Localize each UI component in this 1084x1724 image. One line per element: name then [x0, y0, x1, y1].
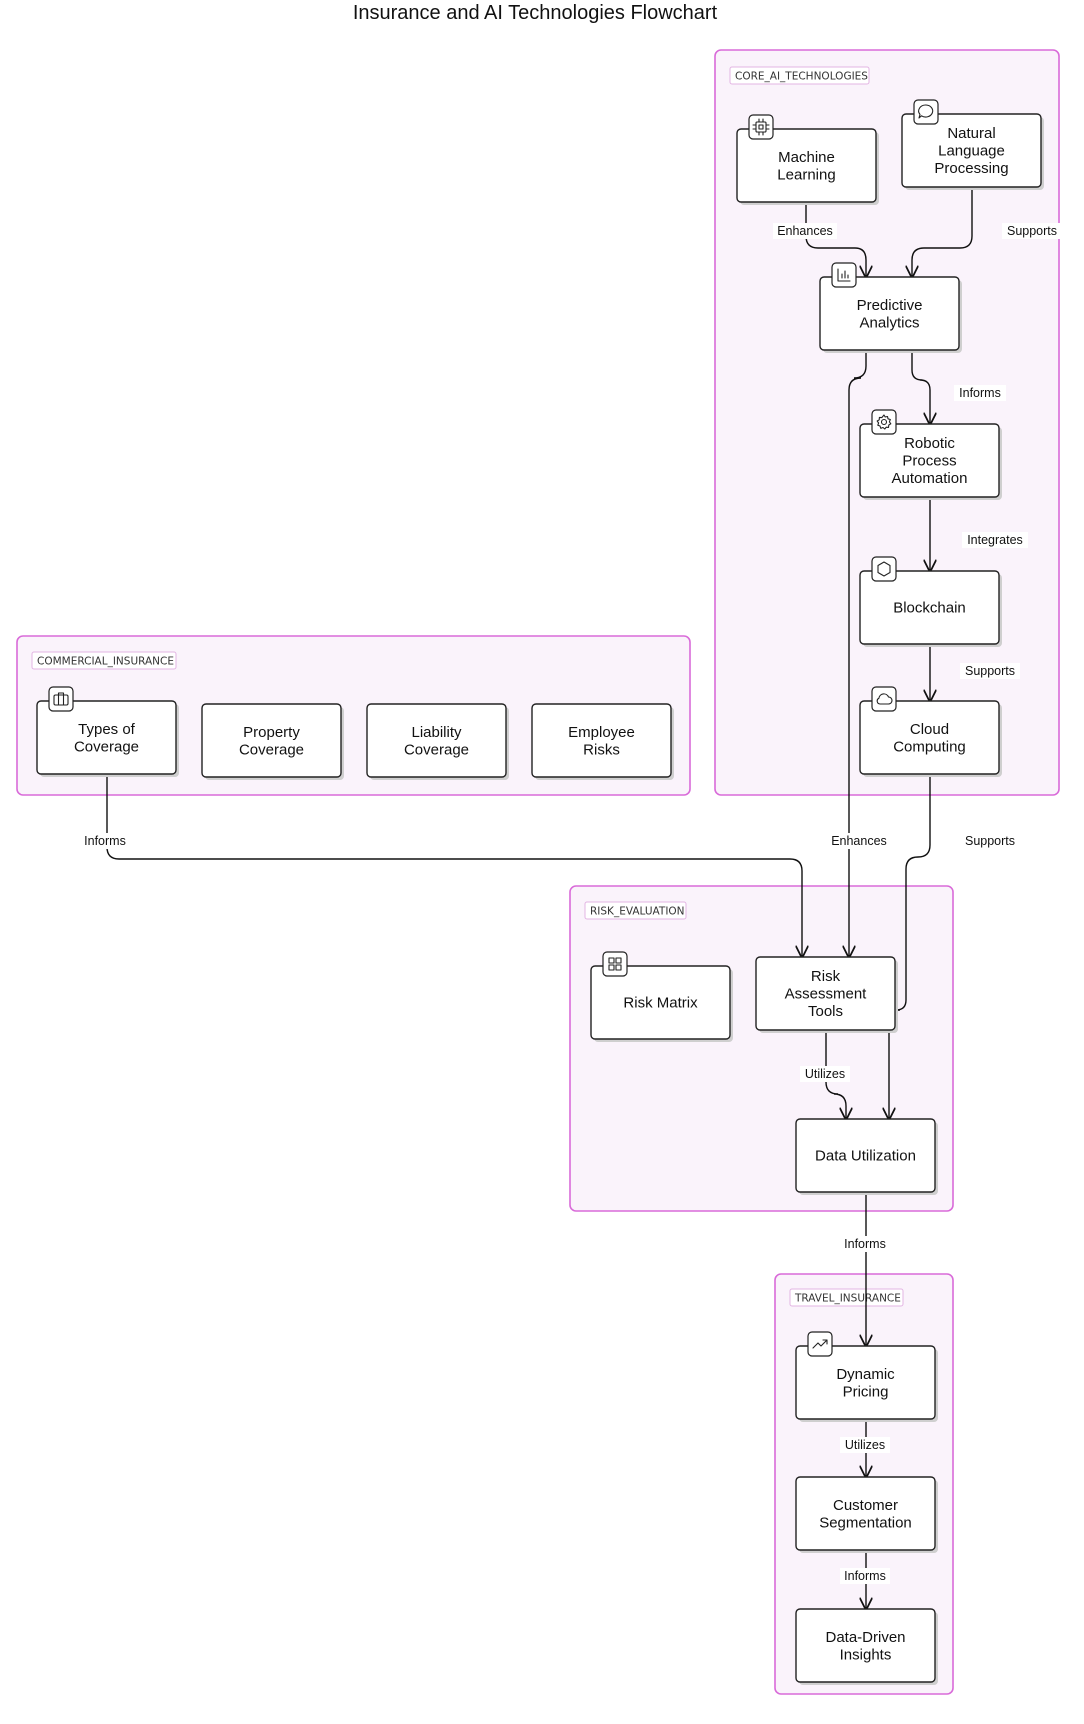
- trending-up-icon: [807, 1331, 833, 1357]
- node-label-liab: Coverage: [404, 741, 469, 758]
- cluster-commercial-insurance: COMMERCIAL_INSURANCE: [16, 635, 691, 796]
- edge-label-du-dp: Informs: [844, 1237, 886, 1251]
- edge-rat-du: [825, 1031, 846, 1119]
- bar-chart-icon: [831, 262, 857, 288]
- edge-label-rpa-bc: Integrates: [967, 533, 1023, 547]
- edge-pa-rat: [849, 350, 867, 957]
- edge-label-bc-cc: Supports: [965, 664, 1015, 678]
- edge-label-rat-du: Utilizes: [805, 1067, 845, 1081]
- edge-label-cs-ddi: Informs: [844, 1569, 886, 1583]
- node-label-pa: Analytics: [859, 314, 919, 331]
- cluster-label-commercial: COMMERCIAL_INSURANCE: [37, 656, 174, 668]
- cloud-icon: [871, 686, 897, 712]
- node-label-cs: Segmentation: [819, 1514, 912, 1531]
- node-label-pa: Predictive: [857, 297, 923, 314]
- node-label-toc: Coverage: [74, 738, 139, 755]
- node-label-cc: Computing: [893, 738, 966, 755]
- node-label-ml: Machine: [778, 149, 835, 166]
- node-bc[interactable]: Blockchain: [859, 556, 1002, 647]
- node-label-cs: Customer: [833, 1497, 898, 1514]
- chat-bubble-icon: [913, 99, 939, 125]
- hexagon-icon: [871, 556, 897, 582]
- nodes: MachineLearningNaturalLanguageProcessing…: [36, 99, 1044, 1685]
- edge-pa-rpa: [911, 350, 930, 424]
- cluster-label-travel: TRAVEL_INSURANCE: [794, 1293, 901, 1305]
- edge-nlp-pa: [912, 187, 973, 277]
- node-label-emp: Risks: [583, 741, 620, 758]
- edge-label-pa-rpa: Informs: [959, 386, 1001, 400]
- edge-label-toc-rat: Informs: [84, 834, 126, 848]
- node-label-du: Data Utilization: [815, 1148, 916, 1165]
- briefcase-icon: [48, 686, 74, 712]
- edge-ml-pa: [805, 202, 866, 277]
- gear-icon: [871, 409, 897, 435]
- node-label-dp: Pricing: [843, 1383, 889, 1400]
- edge-label-cc-du: Supports: [965, 834, 1015, 848]
- cpu-icon: [748, 114, 774, 140]
- node-label-nlp: Processing: [934, 160, 1008, 177]
- node-label-emp: Employee: [568, 724, 635, 741]
- edge-label-pa-rat: Enhances: [831, 834, 887, 848]
- node-label-rat: Assessment: [785, 986, 868, 1003]
- diagram-title: Insurance and AI Technologies Flowchart: [352, 2, 718, 24]
- edge-labels: Enhances Supports Informs Integrates Sup…: [80, 223, 1062, 1584]
- grid-icon: [602, 951, 628, 977]
- node-label-nlp: Natural: [947, 125, 995, 142]
- node-label-ddi: Insights: [840, 1646, 892, 1663]
- node-label-prop: Property: [243, 724, 300, 741]
- edge-label-dp-cs: Utilizes: [845, 1438, 885, 1452]
- node-label-nlp: Language: [938, 143, 1005, 160]
- node-label-ddi: Data-Driven: [825, 1629, 905, 1646]
- edge-toc-rat: [106, 774, 802, 957]
- node-label-prop: Coverage: [239, 741, 304, 758]
- node-label-liab: Liability: [411, 724, 462, 741]
- cluster-label-risk: RISK_EVALUATION: [590, 906, 685, 918]
- node-label-rat: Risk: [811, 968, 841, 985]
- edge-label-ml-pa: Enhances: [777, 224, 833, 238]
- node-label-bc: Blockchain: [893, 600, 966, 617]
- edge-label-nlp-pa: Supports: [1007, 224, 1057, 238]
- node-label-rat: Tools: [808, 1003, 843, 1020]
- node-rm[interactable]: Risk Matrix: [590, 951, 733, 1042]
- node-label-dp: Dynamic: [836, 1366, 895, 1383]
- node-du[interactable]: Data Utilization: [795, 1118, 938, 1195]
- cluster-label-core: CORE_AI_TECHNOLOGIES: [735, 71, 868, 83]
- node-label-rpa: Automation: [892, 470, 968, 487]
- node-label-ml: Learning: [777, 166, 835, 183]
- node-label-cc: Cloud: [910, 721, 949, 738]
- node-label-rpa: Robotic: [904, 435, 955, 452]
- node-label-rm: Risk Matrix: [623, 995, 698, 1012]
- node-label-toc: Types of: [78, 721, 136, 738]
- node-label-rpa: Process: [902, 453, 956, 470]
